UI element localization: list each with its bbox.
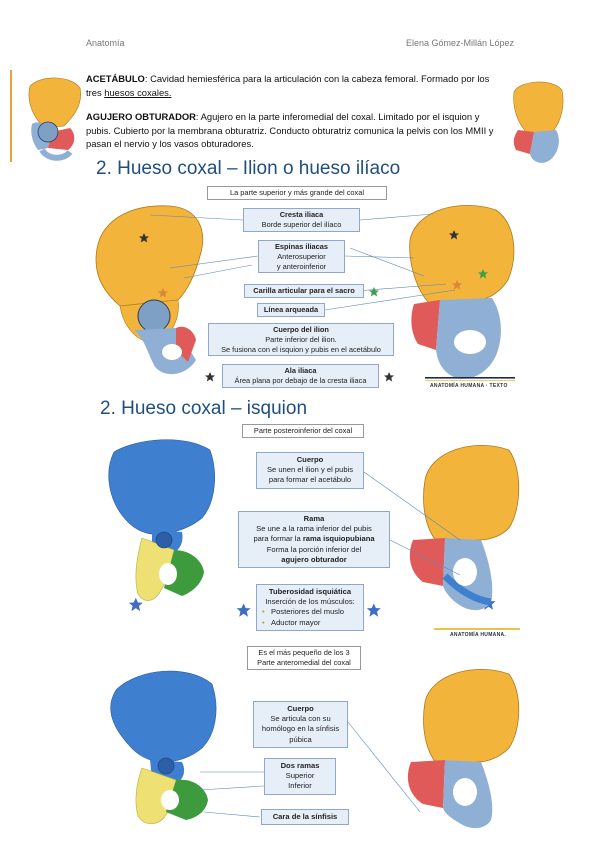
- espinas-line2: y anteroinferior: [276, 261, 327, 271]
- hip-bone-small-left: [28, 77, 82, 161]
- header-subject: Anatomía: [86, 38, 125, 48]
- section2-atlas-label: ANATOMÍA HUMANA.: [450, 632, 507, 638]
- cara-label: Cara de la sínfisis: [272, 812, 338, 821]
- sidebar-rule: [10, 70, 12, 162]
- rama-line4: agujero obturador: [281, 554, 347, 564]
- ilion-illustration-right: [409, 205, 515, 379]
- isquion-cuerpo-line1: Se unen el ilion y el pubis: [266, 465, 354, 475]
- box-carilla-articular: Carilla articular para el sacro: [244, 284, 364, 298]
- acetabulo-text: : Cavidad hemiesférica para la articulac…: [86, 73, 490, 98]
- box-cresta-iliaca: Cresta iliaca Borde superior del ilíaco: [243, 208, 360, 232]
- espinas-line1: Anterosuperior: [277, 251, 326, 261]
- section1-title: 2. Hueso coxal – Ilion o hueso ilíaco: [96, 158, 401, 179]
- isquion-caption: Parte posteroinferior del coxal: [242, 424, 364, 438]
- box-ala-iliaca: Ala iliaca Área plana por debajo de la c…: [222, 364, 379, 388]
- linea-label: Línea arqueada: [263, 305, 319, 314]
- box-linea-arqueada: Línea arqueada: [257, 303, 325, 317]
- obturador-term: AGUJERO OBTURADOR: [86, 111, 196, 122]
- pubis-illustration-right: [407, 668, 520, 829]
- cuerpo-ilion-title: Cuerpo del ilion: [273, 325, 329, 334]
- acetabulo-term: ACETÁBULO: [86, 73, 145, 84]
- carilla-label: Carilla articular para el sacro: [253, 286, 355, 295]
- rama-line2a: para formar la: [253, 534, 303, 544]
- rama-isquiopubiana: rama isquiopubiana: [302, 534, 375, 544]
- ala-text: Área plana por debajo de la cresta iliac…: [234, 375, 367, 385]
- isquion-illustration-right: [409, 445, 520, 611]
- pubis-cuerpo-line1: Se articula con su: [270, 714, 331, 724]
- pubis-cuerpo-line2: homólogo en la sínfisis: [261, 724, 340, 734]
- ramas-line1: Superior: [285, 771, 315, 781]
- huesos-coxales-link[interactable]: huesos coxales.: [104, 86, 172, 98]
- box-dos-ramas: Dos ramas Superior Inferior: [264, 758, 336, 795]
- box-cuerpo-ilion: Cuerpo del ilion Parte inferior del ilio…: [208, 323, 394, 357]
- rama-line3: Forma la porción inferior del: [266, 544, 362, 554]
- isquion-illustration-left: [108, 439, 215, 601]
- pubis-note-line2: Parte anteromedial del coxal: [257, 658, 351, 667]
- isquion-cuerpo-line2: para formar el acetábulo: [268, 475, 352, 485]
- rama-line1: Se une a la rama inferior del pubis: [256, 524, 372, 534]
- box-cara-sinfisis: Cara de la sínfisis: [261, 809, 349, 826]
- cresta-text: Borde superior del ilíaco: [261, 219, 342, 229]
- header-author: Elena Gómez-Millán López: [405, 38, 514, 48]
- tuber-list: Posteriores del muslo Aductor mayor: [261, 607, 359, 628]
- pubis-note: Es el más pequeño de los 3 Parte anterom…: [247, 646, 361, 670]
- box-isquion-cuerpo: Cuerpo Se unen el ilion y el pubis para …: [256, 452, 364, 489]
- box-pubis-cuerpo: Cuerpo Se articula con su homólogo en la…: [253, 701, 348, 748]
- cuerpo-ilion-line2: Se fusiona con el isquion y pubis en el …: [221, 344, 381, 354]
- obturador-text: : Agujero en la parte inferomedial del c…: [86, 111, 494, 149]
- hip-bone-small-right: [513, 81, 564, 163]
- tuber-line1: Inserción de los músculos:: [265, 597, 355, 607]
- tuber-item: Aductor mayor: [261, 618, 359, 628]
- box-espinas-iliacas: Espinas iliacas Anterosuperior y anteroi…: [258, 240, 345, 274]
- pubis-cuerpo-line3: púbica: [289, 734, 312, 744]
- box-tuberosidad-isquiatica: Tuberosidad isquiática Inserción de los …: [256, 584, 364, 631]
- pubis-illustration-left: [110, 670, 217, 825]
- ilion-caption: La parte superior y más grande del coxal: [207, 186, 387, 200]
- section1-atlas-label: ANATOMÍA HUMANA · TEXTO: [430, 383, 508, 389]
- ramas-title: Dos ramas: [280, 761, 320, 770]
- rama-title: Rama: [303, 514, 325, 523]
- cresta-title: Cresta iliaca: [279, 210, 324, 219]
- section2-atlas-bar: [434, 628, 520, 630]
- box-isquion-rama: Rama Se une a la rama inferior del pubis…: [238, 511, 390, 569]
- acetabulo-paragraph: ACETÁBULO: Cavidad hemiesférica para la …: [86, 72, 506, 99]
- section1-atlas-bar: [425, 377, 515, 379]
- espinas-title: Espinas iliacas: [275, 242, 328, 251]
- rama-line2: para formar la rama isquiopubiana: [243, 534, 385, 544]
- ala-title: Ala iliaca: [284, 366, 317, 375]
- section2-title: 2. Hueso coxal – isquion: [100, 398, 308, 419]
- cuerpo-ilion-line1: Parte inferior del ilion.: [265, 334, 337, 344]
- pubis-cuerpo-title: Cuerpo: [287, 704, 314, 713]
- ramas-line2: Inferior: [288, 781, 312, 791]
- isquion-cuerpo-title: Cuerpo: [296, 455, 324, 464]
- tuber-item: Posteriores del muslo: [261, 607, 359, 617]
- ilion-illustration-left: [95, 205, 204, 375]
- tuber-title: Tuberosidad isquiática: [268, 587, 352, 596]
- pubis-note-line1: Es el más pequeño de los 3: [258, 648, 350, 657]
- obturador-paragraph: AGUJERO OBTURADOR: Agujero en la parte i…: [86, 110, 506, 151]
